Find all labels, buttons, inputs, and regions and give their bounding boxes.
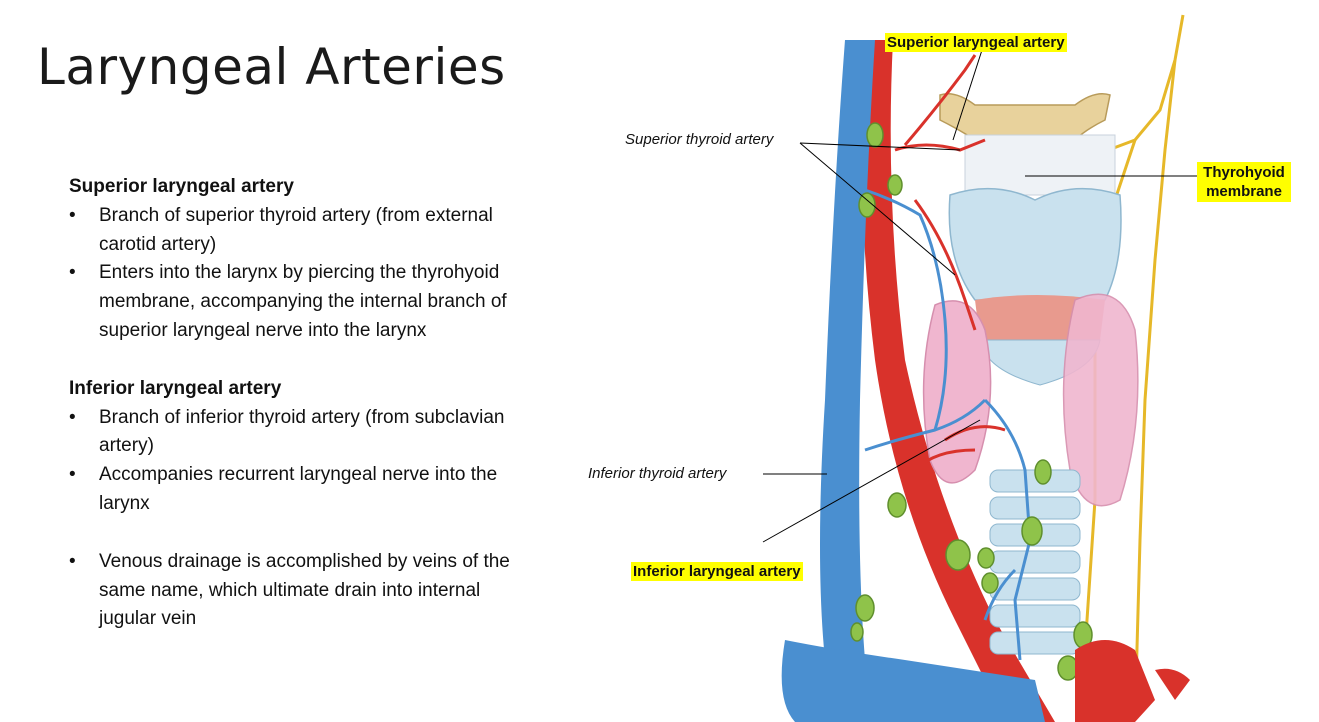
section-heading: Inferior laryngeal artery bbox=[69, 377, 282, 399]
anatomy-illustration: Superior laryngeal artery Superior thyro… bbox=[575, 0, 1319, 722]
thyrohyoid-membrane bbox=[964, 134, 1116, 196]
label-inferior-laryngeal-artery: Inferior laryngeal artery bbox=[631, 562, 803, 581]
page-title: Laryngeal Arteries bbox=[37, 38, 506, 96]
label-superior-laryngeal-artery: Superior laryngeal artery bbox=[885, 33, 1067, 52]
bullet-item: Branch of inferior thyroid artery (from … bbox=[69, 404, 539, 462]
section-venous: Venous drainage is accomplished by veins… bbox=[69, 548, 539, 634]
bullet-list: Branch of superior thyroid artery (from … bbox=[69, 202, 539, 346]
bullet-item: Venous drainage is accomplished by veins… bbox=[69, 548, 539, 634]
thyroid-cartilage bbox=[948, 187, 1122, 301]
bullet-list: Venous drainage is accomplished by veins… bbox=[69, 548, 539, 634]
carotid-artery bbox=[861, 40, 1055, 722]
text-content: Superior laryngeal artery Branch of supe… bbox=[69, 173, 539, 634]
section-superior: Superior laryngeal artery Branch of supe… bbox=[69, 173, 539, 346]
label-thyrohyoid-membrane: Thyrohyoid membrane bbox=[1197, 162, 1291, 202]
section-heading: Superior laryngeal artery bbox=[69, 176, 294, 197]
label-line: Thyrohyoid bbox=[1203, 164, 1285, 181]
bullet-item: Enters into the larynx by piercing the t… bbox=[69, 259, 539, 345]
label-inferior-thyroid-artery: Inferior thyroid artery bbox=[588, 465, 727, 482]
label-line: membrane bbox=[1206, 183, 1282, 200]
thyroid-gland bbox=[922, 300, 992, 484]
vein-branches bbox=[864, 188, 1032, 661]
hyoid-bone bbox=[939, 93, 1111, 141]
leader-lines bbox=[762, 49, 1197, 543]
lymph-nodes bbox=[850, 122, 1093, 681]
bullet-item: Accompanies recurrent laryngeal nerve in… bbox=[69, 461, 539, 519]
bullet-item: Branch of superior thyroid artery (from … bbox=[69, 202, 539, 260]
bullet-list: Branch of inferior thyroid artery (from … bbox=[69, 404, 539, 519]
larynx-vessels-drawing bbox=[762, 14, 1197, 722]
artery-branches bbox=[894, 54, 1006, 472]
label-superior-thyroid-artery: Superior thyroid artery bbox=[625, 131, 774, 148]
trachea bbox=[989, 469, 1081, 655]
section-inferior: Inferior laryngeal artery Branch of infe… bbox=[69, 375, 539, 519]
